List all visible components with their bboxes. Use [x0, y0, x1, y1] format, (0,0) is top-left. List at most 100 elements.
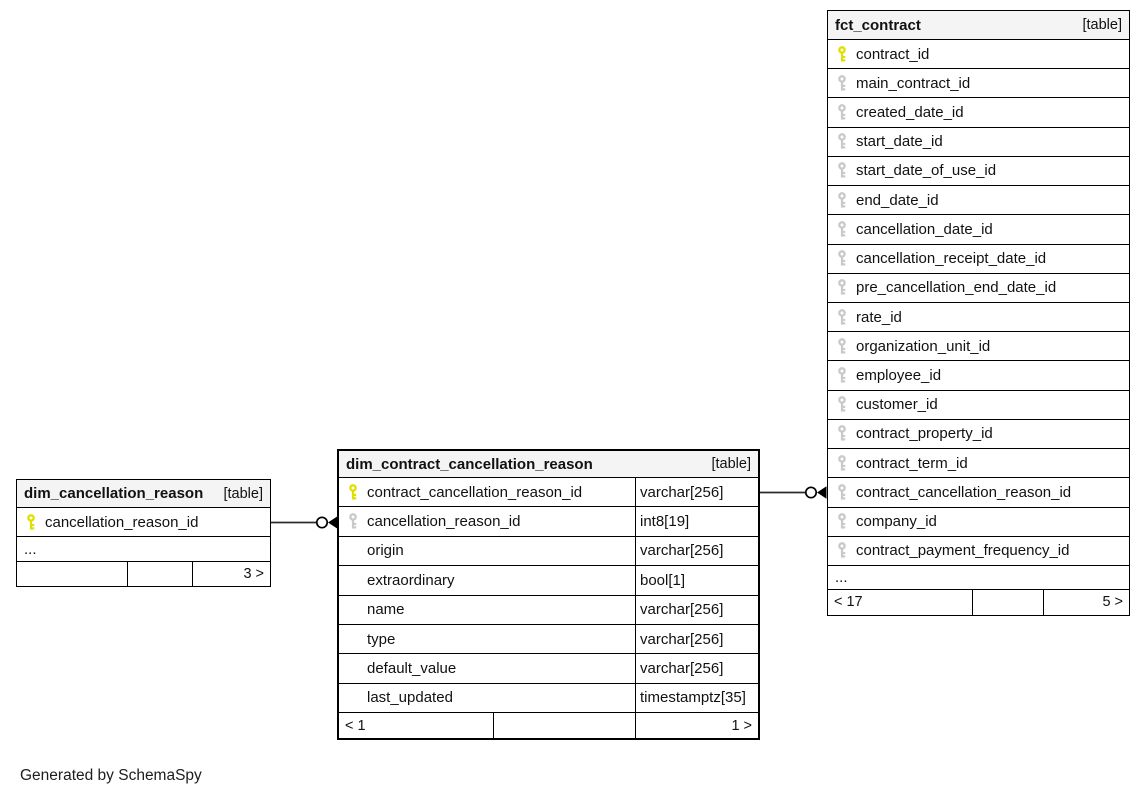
column-type: timestamptz[35]	[635, 683, 758, 712]
column-type: varchar[256]	[635, 536, 758, 566]
column-name: main_contract_id	[856, 74, 971, 92]
column-name-cell: contract_term_id	[828, 449, 1129, 477]
footer-right-count: 3 >	[192, 562, 270, 586]
table-row: last_updated timestamptz[35]	[339, 683, 758, 713]
table-row: created_date_id	[828, 98, 1129, 128]
column-name-cell: end_date_id	[828, 186, 1129, 214]
column-name: type	[367, 630, 396, 648]
column-type: varchar[256]	[635, 624, 758, 654]
table-type-badge: [table]	[223, 485, 264, 502]
column-name: contract_payment_frequency_id	[856, 542, 1070, 560]
table-row: name varchar[256]	[339, 595, 758, 625]
table-row: employee_id	[828, 361, 1129, 391]
table-header: fct_contract [table]	[828, 11, 1129, 40]
column-name-cell: default_value	[339, 654, 635, 682]
column-name: start_date_of_use_id	[856, 162, 997, 180]
footer-left-count: < 17	[834, 594, 863, 611]
key-icon	[348, 572, 359, 589]
table-row: cancellation_receipt_date_id	[828, 245, 1129, 274]
column-name: rate_id	[856, 308, 902, 326]
key-icon	[837, 455, 848, 472]
table-row: end_date_id	[828, 186, 1129, 216]
column-type: varchar[256]	[635, 654, 758, 683]
key-icon	[837, 367, 848, 384]
column-name: created_date_id	[856, 104, 964, 122]
key-icon	[837, 250, 848, 267]
table-name: dim_contract_cancellation_reason	[346, 455, 593, 473]
key-icon	[837, 309, 848, 326]
key-icon	[348, 601, 359, 618]
arrowhead-marker	[817, 486, 827, 499]
column-name: origin	[367, 542, 404, 560]
table-row: contract_term_id	[828, 449, 1129, 479]
column-name-cell: cancellation_reason_id	[17, 508, 270, 536]
key-icon	[348, 542, 359, 559]
table-row: start_date_of_use_id	[828, 157, 1129, 187]
column-name-cell: origin	[339, 537, 635, 565]
table-row: contract_property_id	[828, 420, 1129, 450]
column-type: varchar[256]	[635, 478, 758, 507]
column-name: cancellation_reason_id	[45, 513, 199, 531]
ellipsis-text: ...	[24, 540, 37, 558]
column-name: contract_id	[856, 45, 930, 63]
column-name-cell: contract_cancellation_reason_id	[339, 478, 635, 506]
key-icon	[837, 75, 848, 92]
column-name-cell: cancellation_receipt_date_id	[828, 245, 1129, 273]
column-name-cell: last_updated	[339, 684, 635, 712]
column-name-cell: start_date_of_use_id	[828, 157, 1129, 185]
key-icon	[837, 221, 848, 238]
table-type-badge: [table]	[1082, 17, 1123, 33]
table-node-dim-contract-cancellation-reason[interactable]: dim_contract_cancellation_reason [table]…	[337, 449, 760, 740]
table-row: default_value varchar[256]	[339, 654, 758, 684]
ellipsis-text: ...	[835, 568, 848, 586]
footer-right-count: 1 >	[635, 713, 758, 738]
column-name: contract_term_id	[856, 454, 968, 472]
column-name: end_date_id	[856, 191, 939, 209]
key-icon	[837, 279, 848, 296]
column-name-cell: contract_cancellation_reason_id	[828, 478, 1129, 506]
table-node-fct-contract[interactable]: fct_contract [table] contract_id main_co…	[827, 10, 1130, 616]
table-name: dim_cancellation_reason	[24, 485, 204, 502]
column-name-cell: cancellation_reason_id	[339, 507, 635, 535]
key-icon	[26, 514, 37, 531]
column-name: company_id	[856, 513, 937, 531]
table-row: customer_id	[828, 391, 1129, 420]
column-name: contract_cancellation_reason_id	[856, 483, 1072, 501]
circle-marker	[315, 516, 329, 529]
key-icon	[837, 338, 848, 355]
key-icon	[837, 162, 848, 179]
column-name: contract_cancellation_reason_id	[367, 483, 583, 501]
table-row: contract_cancellation_reason_id varchar[…	[339, 478, 758, 508]
table-row: main_contract_id	[828, 69, 1129, 99]
table-node-dim-cancellation-reason[interactable]: dim_cancellation_reason [table] cancella…	[16, 479, 271, 587]
key-icon	[837, 542, 848, 559]
key-icon	[837, 396, 848, 413]
column-name: cancellation_receipt_date_id	[856, 250, 1047, 268]
column-name-cell: company_id	[828, 508, 1129, 536]
column-name-cell: rate_id	[828, 303, 1129, 331]
table-footer: 3 >	[17, 562, 270, 586]
column-name: contract_property_id	[856, 425, 993, 443]
key-icon	[348, 513, 359, 530]
column-name: cancellation_reason_id	[367, 513, 521, 531]
table-row: company_id	[828, 508, 1129, 537]
ellipsis-row: ...	[828, 566, 1129, 590]
table-footer: < 17 5 >	[828, 589, 1129, 615]
table-row: extraordinary bool[1]	[339, 566, 758, 596]
column-name-cell: main_contract_id	[828, 69, 1129, 97]
table-row: cancellation_reason_id int8[19]	[339, 507, 758, 537]
column-name-cell: customer_id	[828, 391, 1129, 419]
table-header: dim_cancellation_reason [table]	[17, 480, 270, 508]
column-name: customer_id	[856, 396, 938, 414]
table-row: contract_payment_frequency_id	[828, 537, 1129, 566]
column-name-cell: start_date_id	[828, 128, 1129, 156]
relationship-connector-dim-contract-cancellation-reason	[760, 486, 827, 499]
column-type: int8[19]	[635, 507, 758, 536]
column-name: name	[367, 601, 405, 619]
table-row: contract_id	[828, 40, 1129, 70]
table-row: start_date_id	[828, 128, 1129, 157]
ellipsis-row: ...	[17, 537, 270, 562]
table-row: pre_cancellation_end_date_id	[828, 274, 1129, 303]
key-icon	[348, 660, 359, 677]
